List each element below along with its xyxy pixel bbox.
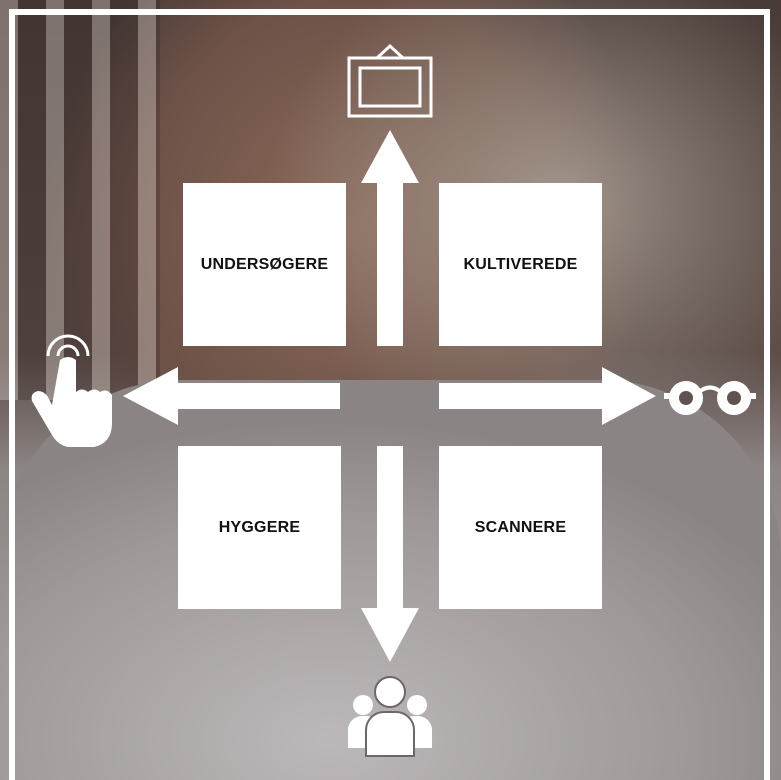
quadrant-scannere: SCANNERE	[439, 446, 602, 609]
arrow-up	[361, 130, 419, 346]
quadrant-hyggere: HYGGERE	[178, 446, 341, 609]
quadrant-label: UNDERSØGERE	[200, 255, 329, 273]
arrow-right	[439, 367, 656, 425]
arrow-down	[361, 446, 419, 662]
quadrant-label: KULTIVEREDE	[463, 255, 578, 273]
white-frame	[9, 9, 770, 780]
quadrant-undersogere: UNDERSØGERE	[183, 183, 346, 346]
glasses-icon	[664, 381, 756, 415]
group-people-icon	[348, 676, 432, 757]
arrow-left	[123, 367, 340, 425]
background-blinds	[0, 0, 160, 400]
picture-frame-icon	[347, 43, 433, 118]
quadrant-kultiverede: KULTIVEREDE	[439, 183, 602, 346]
quadrant-label: HYGGERE	[218, 518, 301, 536]
quadrant-label: SCANNERE	[474, 518, 567, 536]
pointing-hand-icon	[31, 334, 113, 447]
